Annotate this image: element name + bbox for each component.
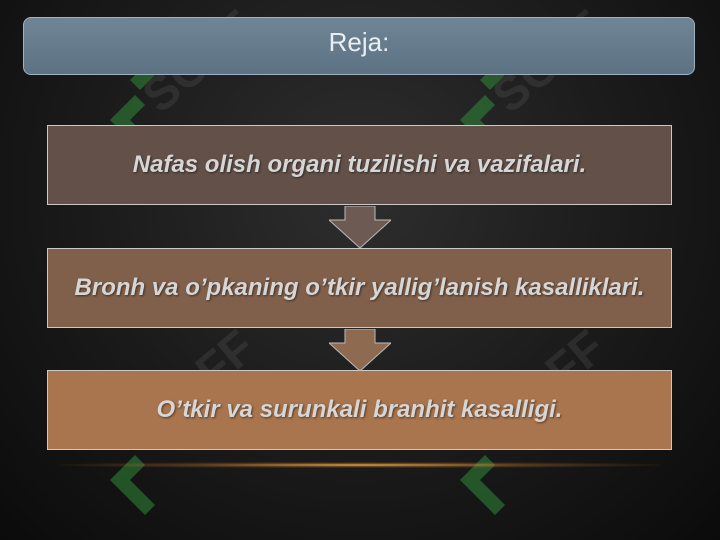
- step-label-2: Bronh va o’pkaning o’tkir yallig’lanish …: [74, 274, 645, 301]
- step-box-1: Nafas olish organi tuzilishi va vazifala…: [47, 125, 672, 205]
- step-label-3: O’tkir va surunkali branhit kasalligi.: [156, 396, 563, 423]
- step-label-1: Nafas olish organi tuzilishi va vazifala…: [132, 151, 587, 178]
- page-title: Reja:: [328, 26, 390, 57]
- decorative-glow-line: [60, 462, 660, 468]
- down-arrow-icon: [329, 329, 391, 371]
- down-arrow-icon: [329, 206, 391, 248]
- title-bar: Reja:: [23, 17, 695, 75]
- step-box-3: O’tkir va surunkali branhit kasalligi.: [47, 370, 672, 450]
- step-box-2: Bronh va o’pkaning o’tkir yallig’lanish …: [47, 248, 672, 328]
